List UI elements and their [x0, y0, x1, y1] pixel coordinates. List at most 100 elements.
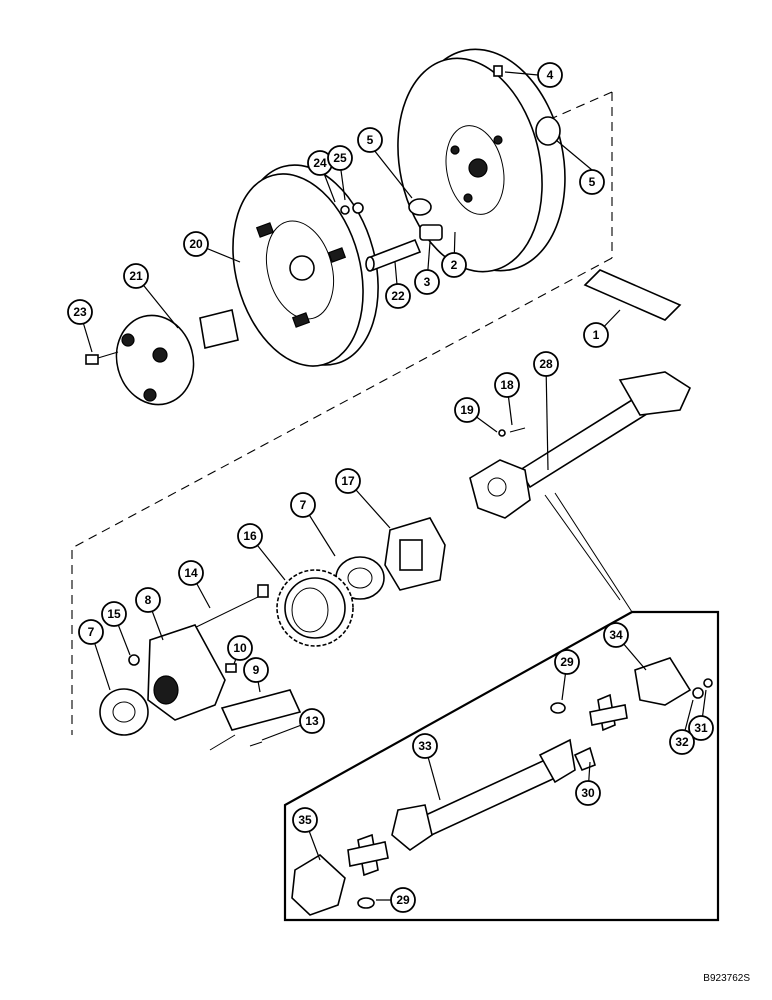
callout-label: 1: [593, 328, 600, 342]
callout-24: 24: [307, 150, 333, 176]
callout-label: 28: [539, 357, 553, 371]
callout-31: 31: [688, 715, 714, 741]
callout-8: 8: [135, 587, 161, 613]
part-drive-shaft: [469, 371, 692, 519]
callout-1: 1: [583, 322, 609, 348]
callout-label: 30: [581, 786, 595, 800]
part-nut-15: [128, 654, 140, 666]
callout-label: 22: [391, 289, 405, 303]
callout-9: 9: [243, 657, 269, 683]
callout-label: 34: [609, 628, 623, 642]
part-bolt-14: [185, 584, 269, 633]
callout-label: 33: [418, 739, 432, 753]
callout-30: 30: [575, 780, 601, 806]
part-ring-5a: [408, 198, 432, 216]
part-arm-8: [147, 624, 226, 721]
part-bolt-23: [85, 351, 119, 365]
part-nuts-31-32: [692, 678, 713, 699]
callout-5: 5: [579, 169, 605, 195]
part-cross-29b: [347, 833, 389, 877]
callout-label: 15: [107, 607, 121, 621]
callout-7: 7: [290, 492, 316, 518]
callout-14: 14: [178, 560, 204, 586]
callout-label: 17: [341, 474, 355, 488]
assembly-boundary-dashed: [71, 91, 613, 735]
callout-15: 15: [101, 601, 127, 627]
callout-label: 23: [73, 305, 87, 319]
part-flange-35: [291, 854, 346, 916]
callout-10: 10: [227, 635, 253, 661]
callout-22: 22: [385, 283, 411, 309]
leader-lines: [79, 71, 707, 901]
callout-label: 7: [300, 498, 307, 512]
part-clip-30: [573, 746, 596, 772]
part-clip-29b: [357, 897, 375, 909]
callout-label: 29: [560, 655, 574, 669]
callout-7: 7: [78, 619, 104, 645]
callout-label: 21: [129, 269, 143, 283]
callout-label: 31: [694, 721, 708, 735]
figure-id: B923762S: [703, 973, 750, 984]
callout-label: 3: [424, 275, 431, 289]
callout-label: 25: [333, 151, 347, 165]
callout-32: 32: [669, 729, 695, 755]
part-bearing-7b: [99, 688, 149, 736]
callout-29: 29: [554, 649, 580, 675]
callout-2: 2: [441, 252, 467, 278]
callout-label: 16: [243, 529, 257, 543]
callout-label: 19: [460, 403, 474, 417]
part-fitting-4: [493, 65, 503, 77]
callout-18: 18: [494, 372, 520, 398]
callout-35: 35: [292, 807, 318, 833]
part-bolt-18: [509, 427, 526, 433]
callout-label: 32: [675, 735, 689, 749]
part-pulley-plate: [232, 164, 379, 367]
part-yoke-34: [634, 657, 692, 706]
callout-34: 34: [603, 622, 629, 648]
callout-label: 5: [589, 175, 596, 189]
part-nuts-24-25: [340, 202, 364, 215]
callout-label: 10: [233, 641, 247, 655]
detail-pointer-lines: [544, 492, 633, 613]
part-bushing-3: [419, 224, 443, 241]
callout-label: 9: [253, 663, 260, 677]
callout-3: 3: [414, 269, 440, 295]
callout-label: 20: [189, 237, 203, 251]
part-clip-29a: [550, 702, 566, 714]
callout-label: 8: [145, 593, 152, 607]
callout-21: 21: [123, 263, 149, 289]
part-pin-22: [365, 238, 422, 272]
callout-19: 19: [454, 397, 480, 423]
part-shield-9: [209, 689, 302, 751]
callout-4: 4: [537, 62, 563, 88]
callout-label: 4: [547, 68, 554, 82]
part-nut-19: [498, 429, 506, 437]
part-spacer-10: [225, 663, 237, 673]
callout-25: 25: [327, 145, 353, 171]
part-key-1: [583, 269, 682, 321]
callout-label: 7: [88, 625, 95, 639]
part-ring-5b: [535, 116, 561, 146]
part-bolt-13: [249, 741, 263, 747]
callout-23: 23: [67, 299, 93, 325]
callout-label: 2: [451, 258, 458, 272]
callout-label: 5: [367, 133, 374, 147]
part-disc: [397, 48, 566, 273]
part-cross-29a: [589, 693, 628, 732]
callout-13: 13: [299, 708, 325, 734]
callout-29: 29: [390, 887, 416, 913]
callout-label: 13: [305, 714, 319, 728]
callout-5: 5: [357, 127, 383, 153]
callout-28: 28: [533, 351, 559, 377]
callout-16: 16: [237, 523, 263, 549]
detail-frame: [283, 610, 720, 922]
callout-20: 20: [183, 231, 209, 257]
callout-label: 24: [313, 156, 327, 170]
callout-label: 29: [396, 893, 410, 907]
part-hub-shaft: [115, 309, 239, 406]
callout-label: 35: [298, 813, 312, 827]
callout-label: 14: [184, 566, 198, 580]
callout-label: 18: [500, 378, 514, 392]
callout-17: 17: [335, 468, 361, 494]
